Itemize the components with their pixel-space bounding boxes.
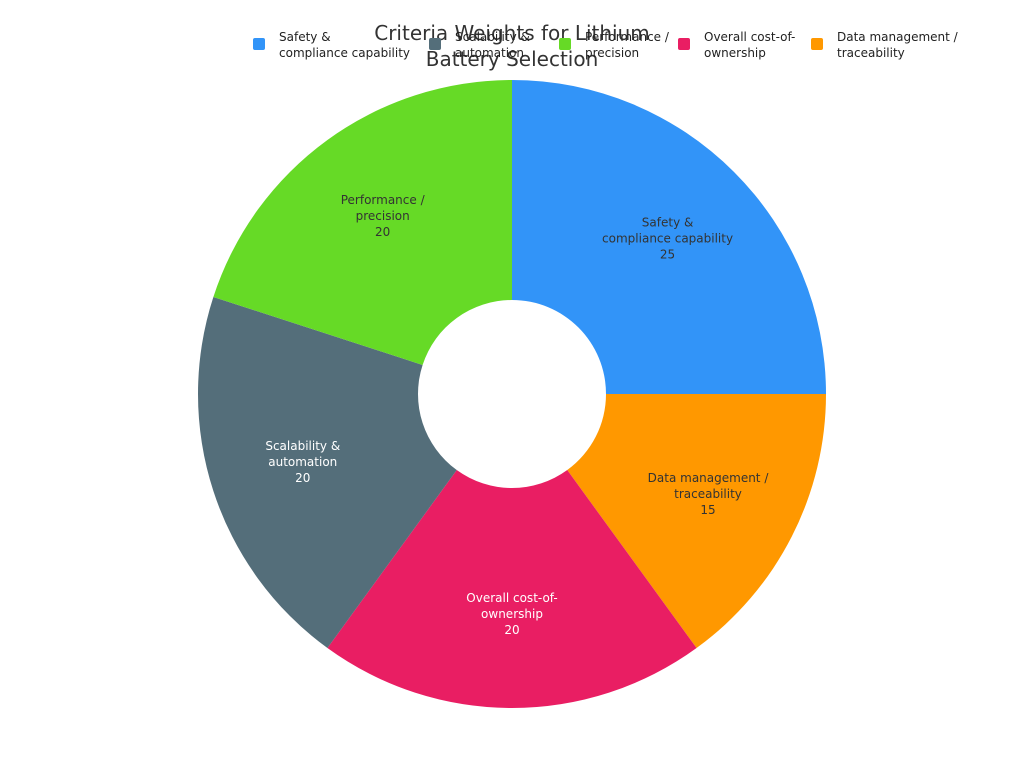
legend-swatch [253, 38, 265, 50]
legend-swatch [559, 38, 571, 50]
slice-overall-cost-of-ownership [327, 470, 697, 708]
legend-label: Safety &compliance capability [279, 30, 410, 60]
legend-label: Data management /traceability [837, 30, 959, 60]
legend: Safety &compliance capability Scalability… [253, 30, 959, 60]
legend-swatch [429, 38, 441, 50]
legend-item-data-management-traceability[interactable]: Data management /traceability [811, 30, 959, 60]
legend-label: Performance /precision [585, 30, 670, 60]
legend-item-overall-cost-of-ownership[interactable]: Overall cost-of-ownership [678, 30, 795, 60]
legend-item-safety-compliance-capability[interactable]: Safety &compliance capability [253, 30, 410, 60]
slice-data-management-traceability [567, 394, 826, 649]
legend-item-performance-precision[interactable]: Performance /precision [559, 30, 670, 60]
legend-swatch [678, 38, 690, 50]
legend-label: Overall cost-of-ownership [704, 30, 795, 60]
slice-performance-precision [213, 80, 512, 365]
slice-safety-compliance-capability [512, 80, 826, 394]
legend-swatch [811, 38, 823, 50]
legend-item-scalability-automation[interactable]: Scalability &automation [429, 30, 530, 60]
slice-scalability-automation [198, 296, 457, 649]
slices [198, 80, 826, 708]
legend-label: Scalability &automation [455, 30, 530, 60]
